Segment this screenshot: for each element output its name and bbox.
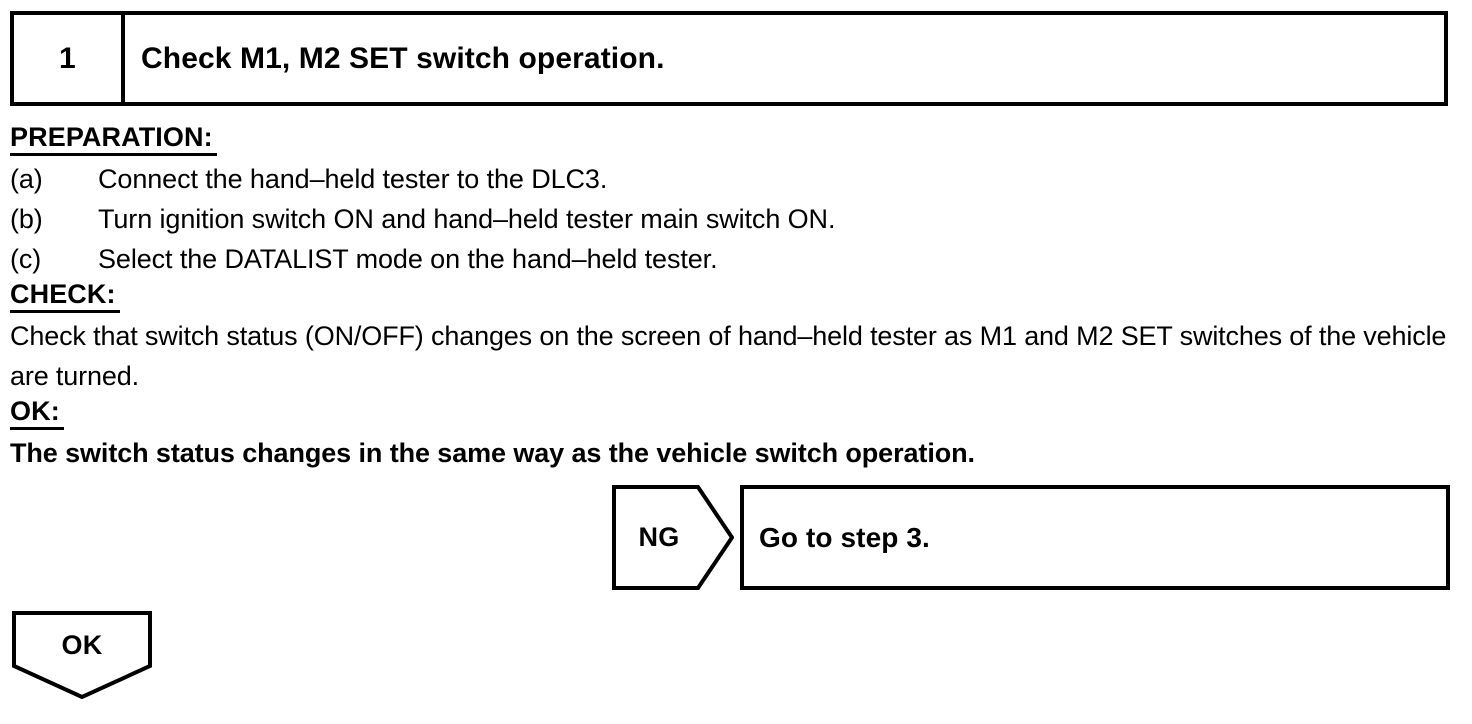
ok-label: OK [61, 629, 103, 660]
step-body: PREPARATION: (a) Connect the hand–held t… [10, 122, 1462, 473]
ng-label: NG [638, 522, 680, 552]
check-heading: CHECK: [10, 279, 120, 313]
preparation-list: (a) Connect the hand–held tester to the … [10, 159, 1462, 279]
check-text: Check that switch status (ON/OFF) change… [10, 321, 1447, 391]
ok-branch: OK [12, 611, 152, 699]
list-item-text: Turn ignition switch ON and hand–held te… [98, 204, 836, 234]
list-item: (b) Turn ignition switch ON and hand–hel… [10, 199, 1462, 239]
list-item: (a) Connect the hand–held tester to the … [10, 159, 1462, 199]
ng-arrow-shape [612, 485, 734, 590]
ng-result-box: Go to step 3. [740, 485, 1450, 590]
ok-heading-row: OK: [10, 396, 1462, 433]
check-heading-row: CHECK: [10, 279, 1462, 316]
ng-branch: NG Go to step 3. [612, 485, 1450, 590]
list-item-label: (a) [10, 164, 43, 194]
list-item-text: Select the DATALIST mode on the hand–hel… [98, 244, 718, 274]
ok-heading: OK: [10, 396, 64, 430]
preparation-heading: PREPARATION: [10, 122, 217, 156]
step-title-cell: Check M1, M2 SET switch operation. [141, 41, 665, 75]
list-item-label: (c) [10, 244, 42, 274]
step-number-cell: 1 [14, 15, 125, 102]
list-item-label: (b) [10, 204, 43, 234]
list-item: (c) Select the DATALIST mode on the hand… [10, 239, 1462, 279]
list-item-text: Connect the hand–held tester to the DLC3… [98, 164, 608, 194]
preparation-heading-row: PREPARATION: [10, 122, 1462, 159]
step-header-table: 1 Check M1, M2 SET switch operation. [10, 11, 1448, 106]
ok-text: The switch status changes in the same wa… [10, 438, 975, 468]
ok-arrow-shape [12, 611, 152, 699]
